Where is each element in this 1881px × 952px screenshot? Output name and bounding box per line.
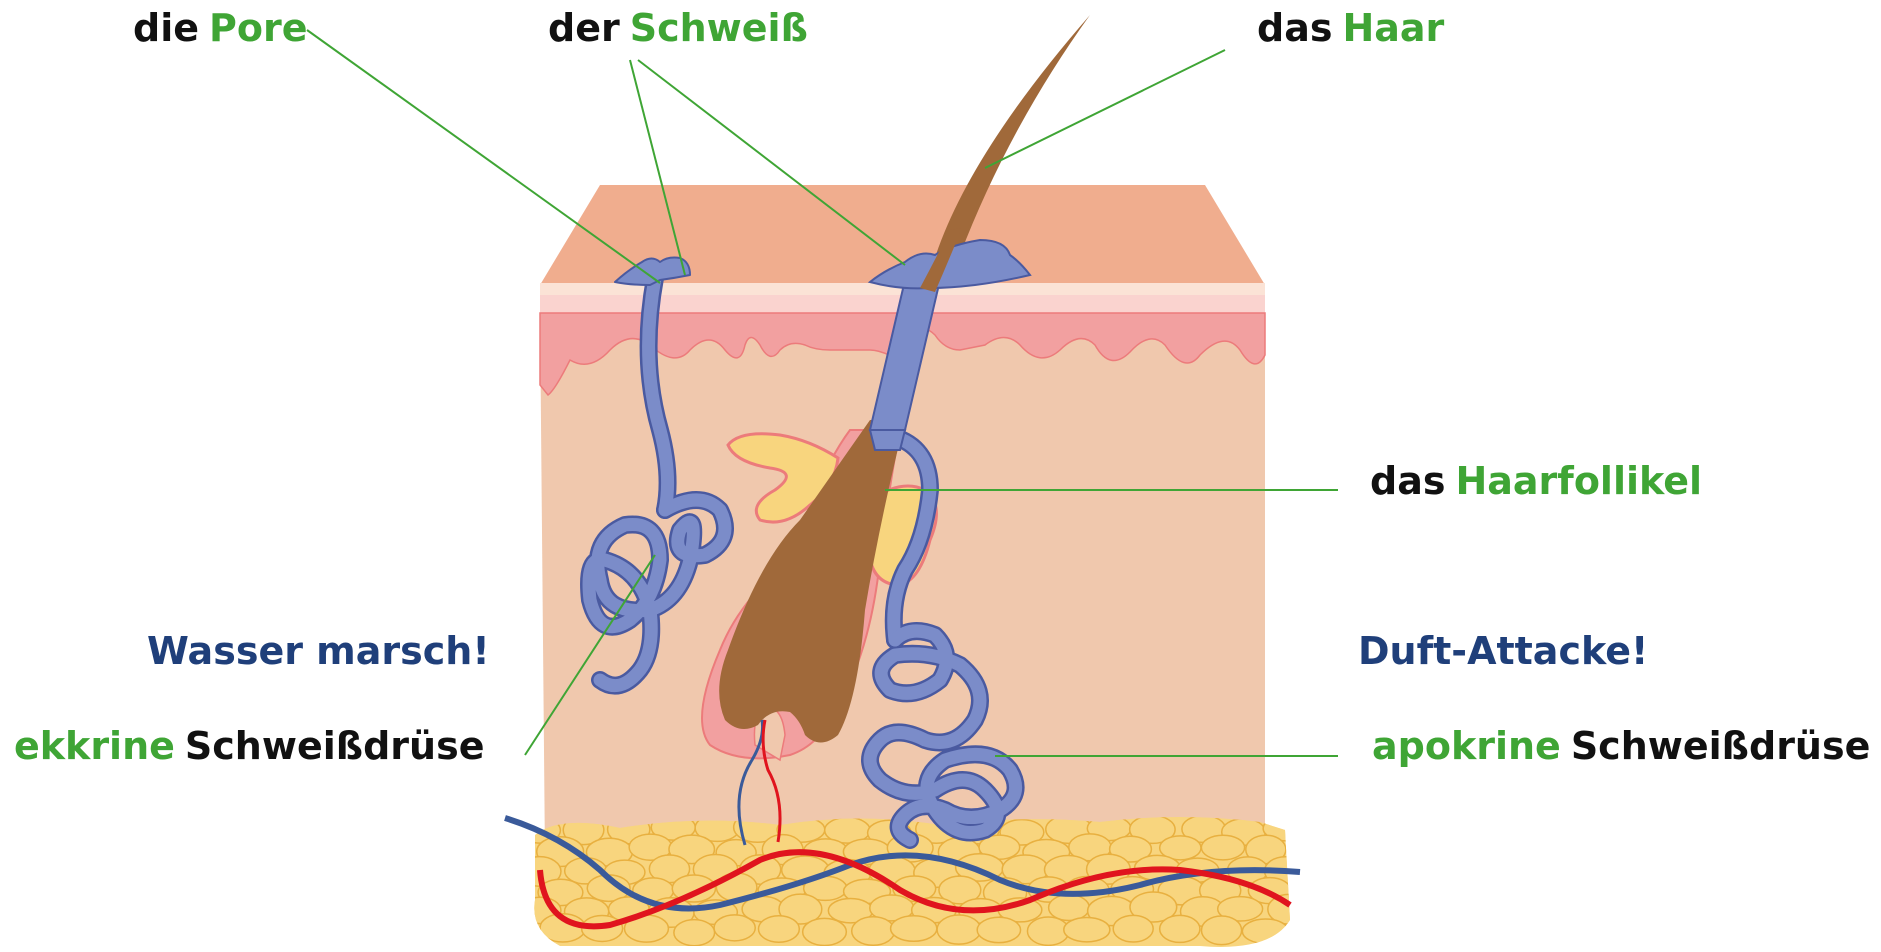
apocrine-caption: Duft-Attacke!	[1358, 629, 1648, 673]
fat-cell	[1113, 915, 1153, 942]
fat-cell	[977, 917, 1020, 942]
fat-cell	[758, 916, 799, 942]
fat-cell	[803, 918, 847, 945]
fat-cell	[1201, 835, 1244, 860]
fat-cell	[674, 920, 715, 946]
fat-cell	[1049, 895, 1090, 921]
leader-pore	[307, 30, 660, 283]
fat-cell	[1027, 917, 1069, 945]
eccrine-caption: Wasser marsch!	[147, 629, 490, 673]
fat-cell	[714, 915, 755, 941]
fat-cell	[937, 915, 981, 944]
fat-cell	[1160, 915, 1200, 942]
fat-cell	[1242, 919, 1288, 944]
fat-cell	[1064, 918, 1110, 942]
fat-cell	[1201, 916, 1241, 945]
fat-cell	[852, 917, 895, 945]
fat-cell	[891, 916, 937, 942]
